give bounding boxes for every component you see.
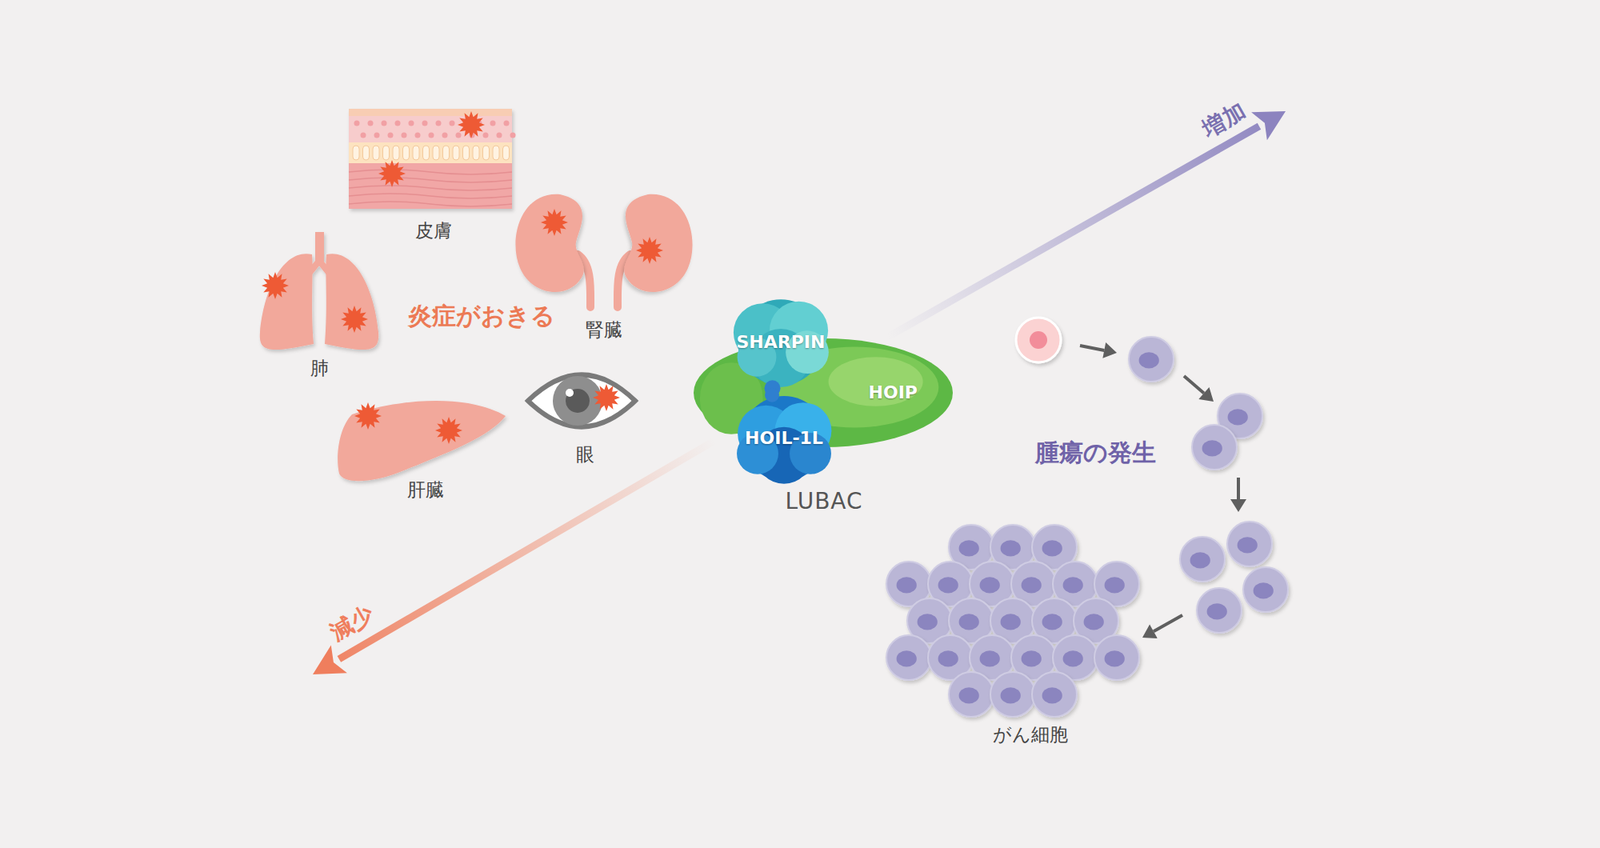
subunit-name: HOIL-1L — [744, 428, 824, 449]
arrow-head — [1198, 387, 1214, 402]
inflammation-mark — [540, 208, 568, 236]
inflammation-mark — [636, 236, 664, 264]
complex-group: LUBAC SHARPIN HOIP HOIL-1L — [686, 284, 962, 520]
kidney-illustration — [515, 194, 692, 308]
axis-arrow — [888, 126, 1260, 337]
organ-label: がん細胞 — [992, 724, 1068, 747]
sharpin-subunit: SHARPIN — [720, 293, 841, 392]
eye-illustration — [528, 375, 636, 428]
subunit-name: SHARPIN — [736, 332, 826, 353]
skin-illustration — [348, 108, 512, 209]
cancer-cell-cluster — [886, 524, 1140, 717]
inflammation-mark — [457, 111, 485, 139]
inflammation-mark — [354, 402, 382, 430]
arrow-head — [1251, 111, 1286, 140]
subunit-name: HOIP — [868, 382, 918, 404]
arrow-head — [1102, 342, 1117, 359]
progression-arrow — [1080, 345, 1104, 351]
liver-illustration — [337, 400, 506, 481]
annotation: 炎症がおきる — [408, 301, 556, 331]
organ-label: 皮膚 — [415, 220, 452, 243]
inflammation-mark — [378, 160, 406, 188]
lung-illustration — [260, 232, 379, 350]
complex-name: LUBAC — [784, 488, 863, 516]
progression-arrow — [1153, 615, 1183, 632]
organ-label: 肺 — [310, 357, 329, 380]
skin-texture — [348, 120, 516, 208]
cell-illustration — [1016, 317, 1288, 633]
arrow-head — [1230, 499, 1247, 512]
inflammation-mark — [340, 305, 368, 333]
inflammation-mark — [435, 416, 463, 444]
arrow-head — [1142, 624, 1158, 638]
arrow-head — [312, 645, 348, 675]
organ-label: 肝臓 — [407, 479, 444, 502]
progression-arrow — [1184, 376, 1204, 394]
organ-label: 腎臓 — [585, 319, 623, 342]
hoil-1l-subunit: HOIL-1L — [724, 391, 844, 486]
organ-label: 眼 — [576, 444, 595, 467]
annotation: 腫瘍の発生 — [1035, 438, 1156, 468]
progression-arrow — [1236, 477, 1240, 500]
inflammation-mark — [261, 272, 289, 300]
inflammation-mark — [592, 384, 620, 412]
